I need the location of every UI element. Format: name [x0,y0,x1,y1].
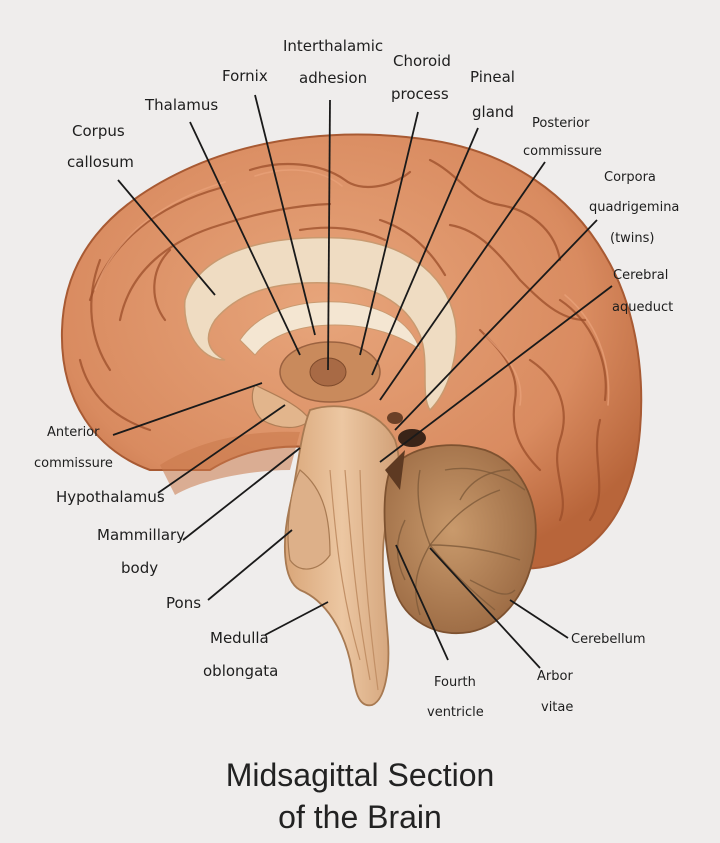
label-corpus-callosum: Corpus callosum [67,122,134,171]
leader-pineal-gland [371,127,479,376]
leader-posterior-commissure [379,161,546,401]
leader-fornix [254,94,316,336]
label-arbor-vitae: Arbor vitae [537,669,577,715]
title-line-2: of the Brain [278,799,442,835]
leader-fourth-ventricle [395,544,449,661]
label-posterior-commissure: Posterior commissure [523,116,602,159]
label-corpora-quadrigemina: Corpora quadrigemina (twins) [589,170,684,246]
leader-corpora-quadrigemina [394,219,598,431]
leader-choroid-process [359,111,419,356]
label-choroid-process: Choroid process [391,52,456,103]
label-fornix: Fornix [222,67,268,85]
leader-hypothalamus [157,404,286,494]
label-medulla-oblongata: Medulla oblongata [203,629,278,680]
labels: Corpus callosum Thalamus Fornix Intertha… [34,37,684,720]
leader-medulla-oblongata [264,601,329,636]
label-mammillary-body: Mammillary body [97,526,190,577]
pons-shape [287,469,331,570]
leader-interthalamic-adhesion [327,99,331,371]
leader-cerebellum [509,599,569,639]
label-interthalamic-adhesion: Interthalamic adhesion [283,37,388,87]
label-fourth-ventricle: Fourth ventricle [427,675,484,720]
label-cerebral-aqueduct: Cerebral aqueduct [612,268,673,315]
label-hypothalamus: Hypothalamus [56,488,165,506]
title-line-1: Midsagittal Section [226,757,495,793]
fornix-shape [239,301,421,356]
diagram-title: Midsagittal Section of the Brain [226,757,495,835]
leader-cerebral-aqueduct [379,285,613,463]
temporal-region [160,431,300,495]
cerebellum-shape [383,444,537,634]
leader-thalamus [189,121,301,356]
leader-arbor-vitae [429,547,541,669]
leader-lines [112,94,613,669]
corpus-callosum-shape [183,236,457,412]
label-pons: Pons [166,594,201,612]
leader-pons [207,529,293,601]
arbor-vitae-shape [396,467,526,616]
label-cerebellum: Cerebellum [571,632,646,647]
label-thalamus: Thalamus [144,96,218,114]
gyri [78,158,610,522]
label-pineal-gland: Pineal gland [470,68,520,121]
brain-illustration [60,133,643,707]
label-anterior-commissure: Anterior commissure [34,425,113,471]
pineal-gland-shape [387,412,403,424]
leader-anterior-commissure [112,382,263,436]
leader-mammillary-body [182,447,301,541]
fourth-ventricle-shape [385,450,405,490]
leader-corpus-callosum [117,179,216,296]
